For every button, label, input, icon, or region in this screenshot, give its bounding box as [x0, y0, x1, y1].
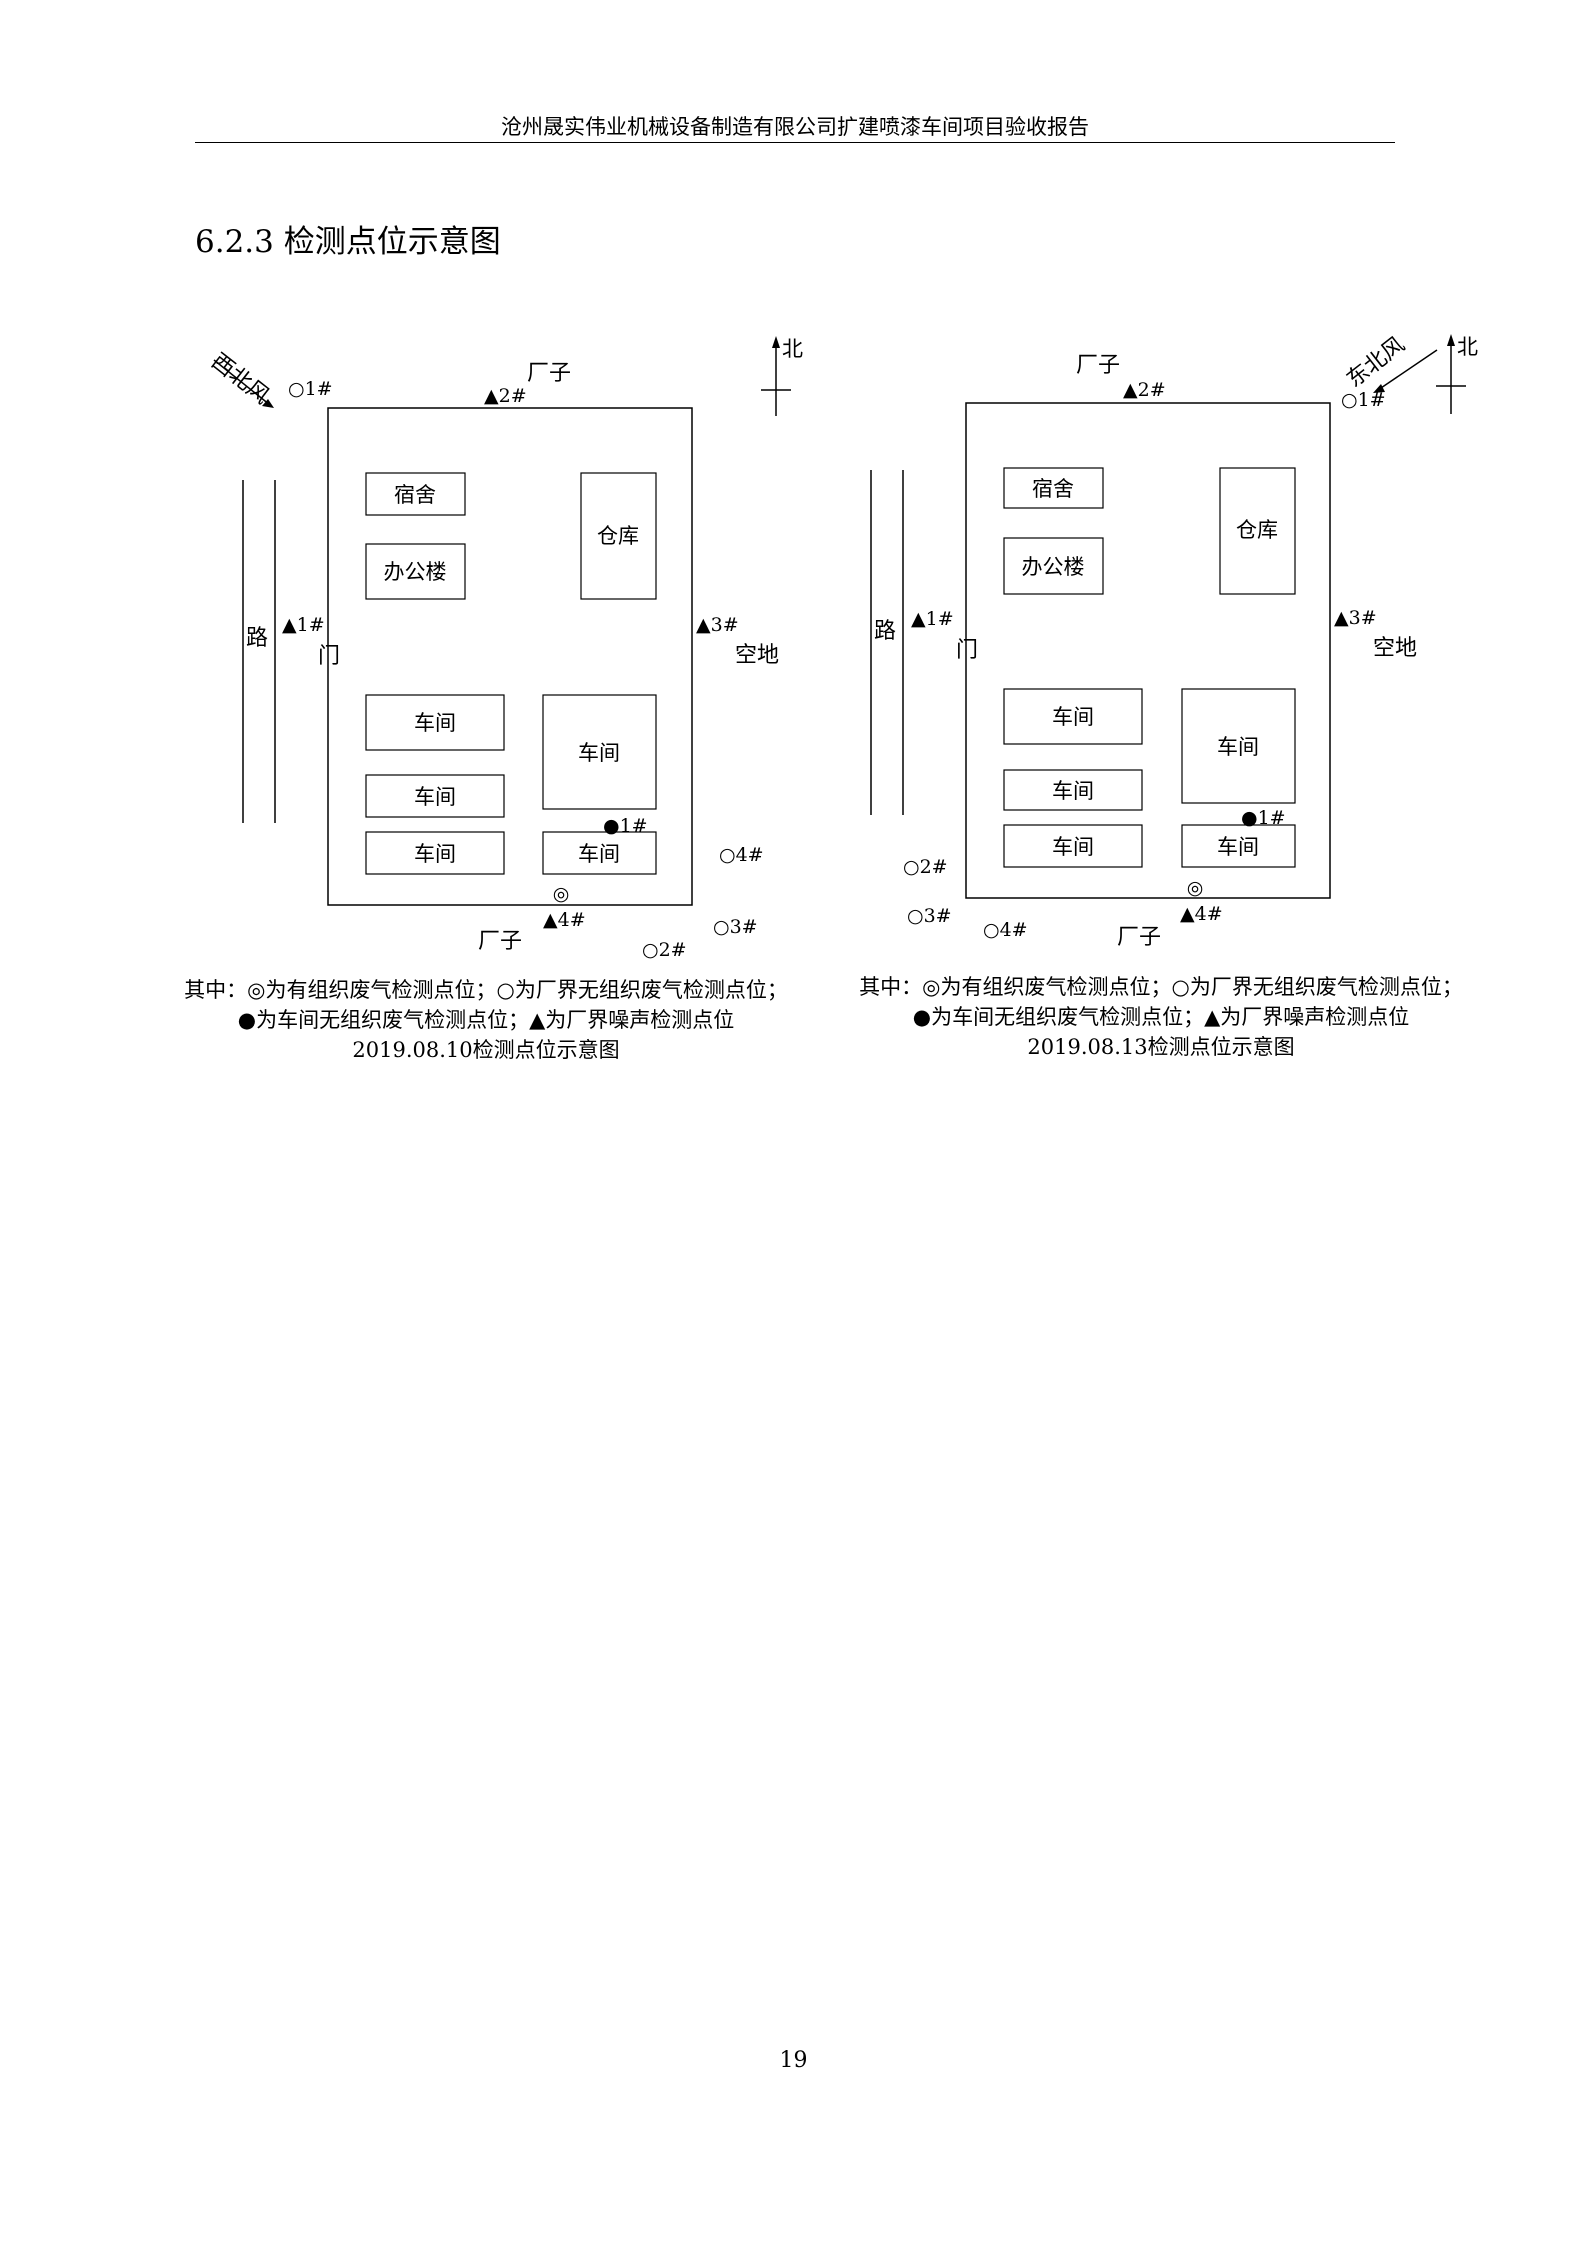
diagram-caption: 其中：◎为有组织废气检测点位；○为厂界无组织废气检测点位； ●为车间无组织废气检… [811, 972, 1511, 1062]
diagram-caption: 其中：◎为有组织废气检测点位；○为厂界无组织废气检测点位； ●为车间无组织废气检… [136, 975, 836, 1065]
noise-point-2: ▲2# [1123, 379, 1166, 401]
building-workshop-b [365, 774, 505, 818]
gate-label: 门 [956, 638, 978, 663]
workshop-fugitive-point-1: ●1# [603, 815, 648, 837]
wind-arrow-shaft [213, 359, 271, 406]
building-office [1003, 537, 1104, 595]
workshop-fugitive-point-1: ●1# [1241, 807, 1286, 829]
site-map-svg: 东北风 北 路 门 厂子 厂子 空地 宿舍 办公楼 仓库 车间 车间 车间 车间… [870, 332, 1478, 950]
fugitive-point-2: ○2# [903, 856, 948, 878]
workshop-c-label: 车间 [414, 842, 456, 866]
monitoring-diagram-0813: 东北风 北 路 门 厂子 厂子 空地 宿舍 办公楼 仓库 车间 车间 车间 车间… [851, 320, 1478, 1080]
noise-point-4: ▲4# [1180, 903, 1223, 925]
wind-arrow-head-icon [262, 399, 274, 408]
dorm-label: 宿舍 [1032, 477, 1074, 501]
fugitive-point-4: ○4# [719, 844, 764, 866]
building-office [365, 543, 466, 600]
building-workshop-c [1003, 824, 1143, 868]
section-title: 6.2.3 检测点位示意图 [195, 224, 501, 260]
wind-direction-label: 西北风 [206, 349, 273, 409]
building-workshop-small [542, 831, 657, 875]
workshop-small-label: 车间 [1217, 835, 1259, 859]
building-warehouse [1219, 467, 1296, 595]
fugitive-point-1: ○1# [288, 378, 333, 400]
warehouse-label: 仓库 [1236, 518, 1278, 542]
bottom-neighbor-label: 厂子 [1117, 925, 1161, 950]
east-vacant-land-label: 空地 [735, 643, 779, 668]
east-vacant-land-label: 空地 [1373, 636, 1417, 661]
header-divider [195, 142, 1395, 143]
workshop-a-label: 车间 [1052, 705, 1094, 729]
noise-point-4: ▲4# [543, 909, 586, 931]
workshop-large-label: 车间 [578, 741, 620, 765]
noise-point-3: ▲3# [696, 614, 739, 636]
wind-arrow-head-icon [1373, 384, 1385, 393]
workshop-c-label: 车间 [1052, 835, 1094, 859]
caption-line-3: 2019.08.10检测点位示意图 [352, 1038, 620, 1062]
north-arrow-head-icon [772, 336, 780, 348]
building-workshop-large [1181, 688, 1296, 804]
organized-emission-point: ◎ [553, 883, 570, 905]
fugitive-point-3: ○3# [713, 916, 758, 938]
top-neighbor-label: 厂子 [1076, 353, 1120, 378]
noise-point-1: ▲1# [282, 614, 325, 636]
monitoring-diagram-0810: 西北风 北 路 门 厂子 厂子 空地 宿舍 办公楼 仓库 车间 车间 车间 车间… [176, 320, 803, 1080]
caption-line-3: 2019.08.13检测点位示意图 [1027, 1035, 1295, 1059]
top-neighbor-label: 厂子 [527, 361, 571, 386]
building-warehouse [580, 472, 657, 600]
site-map-svg: 西北风 北 路 门 厂子 厂子 空地 宿舍 办公楼 仓库 车间 车间 车间 车间… [206, 336, 803, 961]
page-header: 沧州晟实伟业机械设备制造有限公司扩建喷漆车间项目验收报告 [501, 115, 1089, 139]
workshop-a-label: 车间 [414, 711, 456, 735]
workshop-large-label: 车间 [1217, 735, 1259, 759]
gate-label: 门 [318, 644, 340, 669]
building-workshop-a [365, 694, 505, 751]
fugitive-point-1: ○1# [1341, 389, 1386, 411]
fugitive-point-4: ○4# [983, 919, 1028, 941]
caption-line-1: 其中：◎为有组织废气检测点位；○为厂界无组织废气检测点位； [184, 978, 788, 1002]
organized-emission-point: ◎ [1187, 877, 1204, 899]
workshop-small-label: 车间 [578, 842, 620, 866]
road-label: 路 [874, 619, 896, 644]
workshop-b-label: 车间 [414, 785, 456, 809]
north-arrow-head-icon [1447, 334, 1455, 346]
dorm-label: 宿舍 [394, 483, 436, 507]
road-label: 路 [246, 626, 268, 651]
north-label: 北 [1457, 335, 1478, 359]
building-workshop-small [1181, 824, 1296, 868]
bottom-neighbor-label: 厂子 [478, 929, 522, 954]
caption-line-2: ●为车间无组织废气检测点位；▲为厂界噪声检测点位 [912, 1005, 1410, 1029]
building-dorm [1003, 467, 1104, 509]
wind-direction-label: 东北风 [1342, 332, 1409, 392]
warehouse-label: 仓库 [597, 524, 639, 548]
page-number: 19 [779, 2048, 808, 2073]
plant-boundary [965, 402, 1331, 899]
noise-point-2: ▲2# [484, 385, 527, 407]
building-workshop-c [365, 831, 505, 875]
building-workshop-b [1003, 769, 1143, 811]
fugitive-point-2: ○2# [642, 939, 687, 961]
building-workshop-large [542, 694, 657, 810]
noise-point-3: ▲3# [1334, 607, 1377, 629]
plant-boundary [327, 407, 693, 906]
caption-line-2: ●为车间无组织废气检测点位；▲为厂界噪声检测点位 [237, 1008, 735, 1032]
building-workshop-a [1003, 688, 1143, 745]
caption-line-1: 其中：◎为有组织废气检测点位；○为厂界无组织废气检测点位； [859, 975, 1463, 999]
noise-point-1: ▲1# [911, 608, 954, 630]
building-dorm [365, 472, 466, 516]
workshop-b-label: 车间 [1052, 779, 1094, 803]
fugitive-point-3: ○3# [907, 905, 952, 927]
wind-arrow-shaft [1377, 349, 1438, 391]
office-label: 办公楼 [384, 560, 447, 584]
north-label: 北 [782, 337, 803, 361]
office-label: 办公楼 [1022, 555, 1085, 579]
